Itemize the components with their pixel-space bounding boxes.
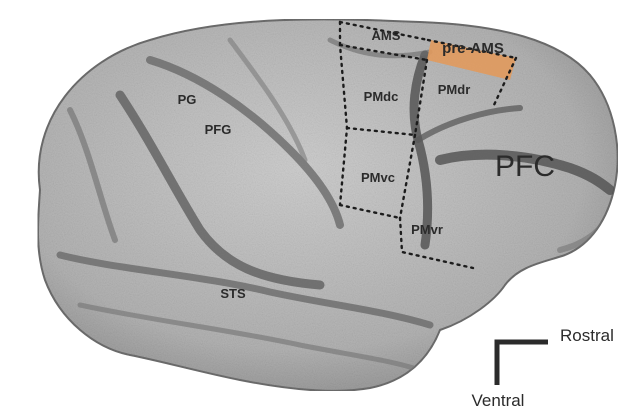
label-pfg: PFG (205, 122, 232, 137)
label-pfc: PFC (495, 150, 555, 183)
label-ventral: Ventral (472, 391, 525, 410)
orientation-indicator: Rostral Ventral (472, 326, 614, 410)
orientation-axes-glyph (497, 342, 548, 385)
cortex-surface (38, 19, 618, 391)
label-pg: PG (178, 92, 197, 107)
label-pre-ams: pre-AMS (442, 40, 504, 57)
label-pmdr: PMdr (438, 82, 471, 97)
label-pmvc: PMvc (361, 170, 395, 185)
label-pmdc: PMdc (364, 89, 399, 104)
label-rostral: Rostral (560, 326, 614, 345)
label-pmvr: PMvr (411, 222, 443, 237)
label-ams: AMS (372, 28, 401, 43)
label-sts: STS (220, 286, 246, 301)
